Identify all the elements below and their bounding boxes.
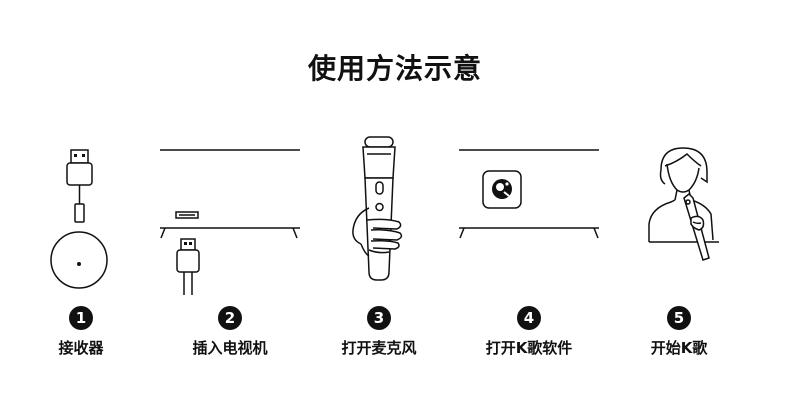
singer-illustration	[609, 130, 749, 300]
step-label: 插入电视机	[192, 339, 268, 357]
step-badge: 5	[667, 306, 691, 330]
step-badge: 3	[367, 306, 391, 330]
step-label: 打开K歌软件	[485, 339, 573, 357]
microphone-illustration	[309, 130, 449, 300]
singer-icon	[648, 147, 719, 261]
page-title: 使用方法示意	[307, 52, 482, 85]
tv-app-icon	[459, 149, 599, 239]
tv-app-illustration	[459, 130, 599, 300]
step-label: 打开麦克风	[341, 339, 417, 357]
step-3: 3 打开麦克风	[309, 0, 449, 400]
tv-usb-icon	[160, 149, 300, 295]
step-5: 5 开始K歌	[609, 0, 749, 400]
step-2: 2 插入电视机	[160, 0, 300, 400]
receiver-icon	[50, 149, 108, 289]
step-badge: 4	[517, 306, 541, 330]
step-badge: 1	[69, 306, 93, 330]
step-1: 1 接收器	[11, 0, 151, 400]
receiver-illustration	[11, 130, 151, 300]
tv-usb-illustration	[160, 130, 300, 300]
microphone-icon	[352, 136, 403, 281]
step-label: 开始K歌	[650, 339, 708, 357]
step-label: 接收器	[58, 339, 104, 357]
step-badge: 2	[218, 306, 242, 330]
step-4: 4 打开K歌软件	[459, 0, 599, 400]
